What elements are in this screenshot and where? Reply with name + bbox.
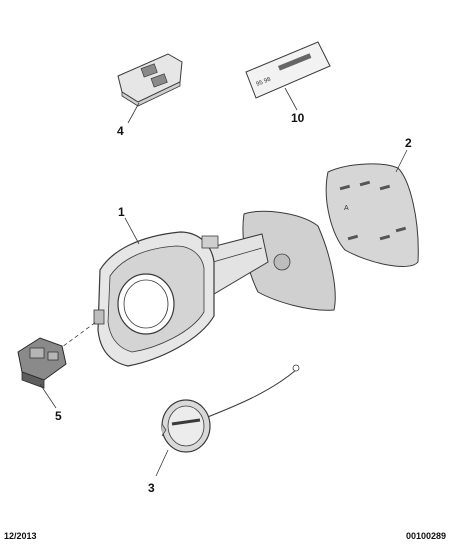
part-1-flap-housing — [93, 210, 336, 367]
part-4-switch-plate — [117, 53, 183, 107]
leader-line-3 — [155, 449, 169, 477]
callout-2: 2 — [405, 136, 412, 150]
footer-reference: 00100289 — [405, 531, 446, 541]
assembly-line-5 — [57, 321, 97, 351]
leader-line-10 — [284, 87, 298, 111]
leader-line-2 — [395, 149, 408, 173]
callout-10: 10 — [291, 111, 305, 125]
footer-date: 12/2013 — [4, 531, 37, 541]
part-2-inner-panel: A — [325, 163, 419, 267]
callout-1: 1 — [118, 205, 125, 219]
sticker-text: 95 98 — [256, 76, 273, 87]
part-3-fuel-cap — [161, 364, 300, 453]
svg-text:A: A — [344, 205, 349, 212]
callout-4: 4 — [117, 124, 124, 138]
part-5-lock-actuator — [17, 337, 67, 389]
callout-5: 5 — [55, 409, 62, 423]
part-10-label-sticker: 95 98 — [245, 41, 331, 99]
leader-line-5 — [39, 383, 57, 409]
callout-3: 3 — [148, 481, 155, 495]
leader-line-1 — [124, 217, 140, 245]
leader-line-4 — [127, 102, 140, 124]
